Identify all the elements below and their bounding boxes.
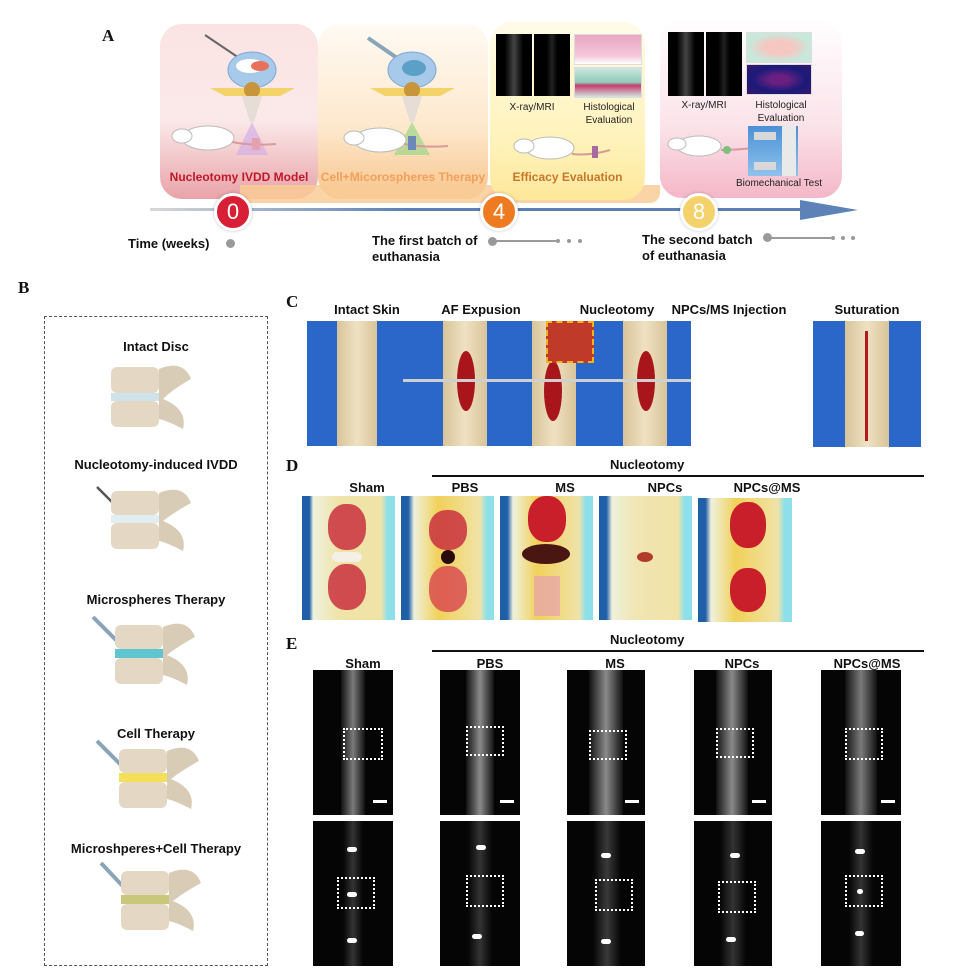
marker-dot-small [851,236,855,240]
timeline-node-4: 4 [480,193,518,231]
e-title-npcs: NPCs [724,656,760,671]
specimen-npcs [599,496,692,620]
time-weeks-label: Time (weeks) [128,236,210,251]
specimen-sham [302,496,395,620]
photo-npcs-ms-injection [601,321,691,446]
marker-line [494,240,556,242]
histology-thumbnail [746,32,812,63]
b-title-microspheres: Microspheres Therapy [86,592,226,607]
b-title-nucleotomy: Nucleotomy-induced IVDD [74,457,238,472]
mri-thumbnail [534,34,570,96]
d-group-line [432,475,924,477]
photo-suturation [813,321,921,447]
mri-ms [567,821,645,966]
mri-npcs-ms [821,821,901,966]
rat-icon [171,125,277,151]
d-title-sham: Sham [349,480,385,495]
xray-pbs [440,670,520,815]
timeline-node-8: 8 [680,193,718,231]
mri-thumbnail [706,32,742,96]
marker-dot-small [831,236,835,240]
e-group-label-nucleotomy: Nucleotomy [610,632,685,647]
mri-npcs [694,821,772,966]
c-title-intact-skin: Intact Skin [334,302,400,317]
caption-biomechanical: Biomechanical Test [736,178,822,189]
timeline-marker-dot [763,233,772,242]
timeline-arrowhead [800,200,858,220]
e-title-npcs-ms: NPCs@MS [833,656,901,671]
histology-fluorescence-thumbnail [746,64,812,95]
vertebra-cell-illustration [95,739,199,809]
e-group-line [432,650,924,652]
marker-dot-small [578,239,582,243]
timeline-axis [150,208,800,211]
histology-he-thumbnail [574,34,642,65]
stage-title-efficacy: Efficacy Evaluation [512,170,623,184]
vertebra-intact-illustration [111,365,191,429]
b-title-intact-disc: Intact Disc [123,339,189,354]
panel-label-e: E [286,634,298,653]
c-title-nucleotomy: Nucleotomy [579,302,655,317]
e-title-sham: Sham [345,656,381,671]
vertebra-nucleotomy-illustration [96,486,191,551]
xray-npcs-ms [821,670,901,815]
first-batch-label: The first batch of euthanasia [372,233,478,264]
photo-af-expusion [403,321,510,446]
timeline-node-0: 0 [214,193,252,231]
xray-thumbnail [496,34,532,96]
marker-line [769,237,831,239]
b-title-cell: Cell Therapy [116,726,196,741]
caption-xray-mri: X-ray/MRI [681,100,727,111]
timeline-marker-dot [226,239,235,248]
stage-nucleotomy-model [160,24,318,199]
d-title-pbs: PBS [451,480,479,495]
specimen-pbs [401,496,494,620]
panel-label-b: B [18,278,30,297]
panel-label-a: A [102,26,115,45]
marker-dot-small [556,239,560,243]
panel-label-d: D [286,456,299,475]
c-title-af-expusion: AF Expusion [441,302,521,317]
timeline-marker-dot [488,237,497,246]
xray-sham [313,670,393,815]
mri-pbs [440,821,520,966]
xray-thumbnail [668,32,704,96]
marker-dot-small [841,236,845,240]
panel-label-c: C [286,292,299,311]
b-title-combined: Microshperes+Cell Therapy [70,841,242,856]
xray-npcs [694,670,772,815]
c-title-npcs-ms-injection: NPCs/MS Injection [671,302,787,317]
photo-nucleotomy [502,321,609,446]
mri-sham [313,821,393,966]
d-title-ms: MS [555,480,575,495]
d-title-npcs-ms: NPCs@MS [733,480,801,495]
vertebra-microspheres-illustration [91,615,195,685]
rat-icon [513,136,611,160]
caption-histological: Histological Evaluation [755,100,807,124]
rat-icon [667,135,754,157]
d-title-npcs: NPCs [647,480,683,495]
biomechanical-test-image [748,126,798,176]
specimen-npcs-ms [698,498,792,622]
histology-safranin-thumbnail [574,67,642,98]
second-batch-label: The second batch of euthanasia [642,232,753,263]
d-group-label-nucleotomy: Nucleotomy [610,457,685,472]
rat-icon [343,127,449,153]
vertebra-combined-illustration [99,861,201,931]
panel-b-box: Intact Disc Nucleotomy-induced IVDD Micr… [44,316,268,966]
marker-dot-small [567,239,571,243]
caption-histological: Histological Evaluation [583,102,635,126]
e-title-pbs: PBS [476,656,504,671]
e-title-ms: MS [605,656,625,671]
photo-intact-skin [307,321,409,446]
caption-xray-mri: X-ray/MRI [509,102,555,113]
stage-title-nucleotomy: Nucleotomy IVDD Model [169,170,309,184]
xray-ms [567,670,645,815]
stage-title-therapy: Cell+Micorospheres Therapy [320,170,486,184]
specimen-ms [500,496,593,620]
c-title-suturation: Suturation [834,302,900,317]
